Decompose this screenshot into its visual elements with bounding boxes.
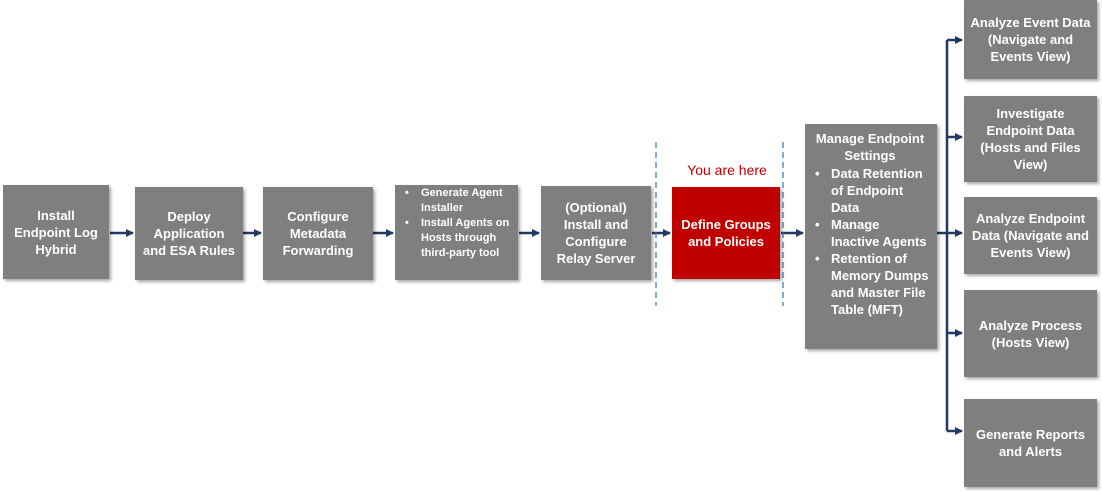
step-deploy-rules: Deploy Application and ESA Rules [135,187,243,280]
outcome-analyze-process: Analyze Process (Hosts View) [964,290,1097,377]
manage-item-retention: Data Retention of Endpoint Data [809,165,931,216]
outcome-generate-reports: Generate Reports and Alerts [964,399,1097,487]
agents-item-install: Install Agents on Hosts through third-pa… [399,216,512,261]
step-relay-server: (Optional) Install and Configure Relay S… [541,186,651,280]
you-are-here-label: You are here [687,162,767,178]
step-install-endpoint: Install Endpoint Log Hybrid [3,185,109,279]
manage-item-inactive: Manage Inactive Agents [809,216,931,250]
manage-settings-title: Manage Endpoint Settings [815,131,925,163]
outcome-analyze-event-data: Analyze Event Data (Navigate and Events … [964,0,1097,79]
step-agents: Generate Agent Installer Install Agents … [395,185,518,280]
outcome-analyze-endpoint: Analyze Endpoint Data (Navigate and Even… [964,197,1097,274]
manage-settings-list: Data Retention of Endpoint Data Manage I… [809,165,931,318]
outcome-investigate-endpoint: Investigate Endpoint Data (Hosts and Fil… [964,96,1097,182]
step-configure-metadata: Configure Metadata Forwarding [263,187,373,280]
manage-item-memory: Retention of Memory Dumps and Master Fil… [809,250,931,318]
agents-list: Generate Agent Installer Install Agents … [399,186,512,261]
step-define-groups: Define Groups and Policies [672,187,780,279]
agents-item-generate: Generate Agent Installer [399,186,512,216]
step-manage-settings: Manage Endpoint Settings Data Retention … [805,124,937,349]
